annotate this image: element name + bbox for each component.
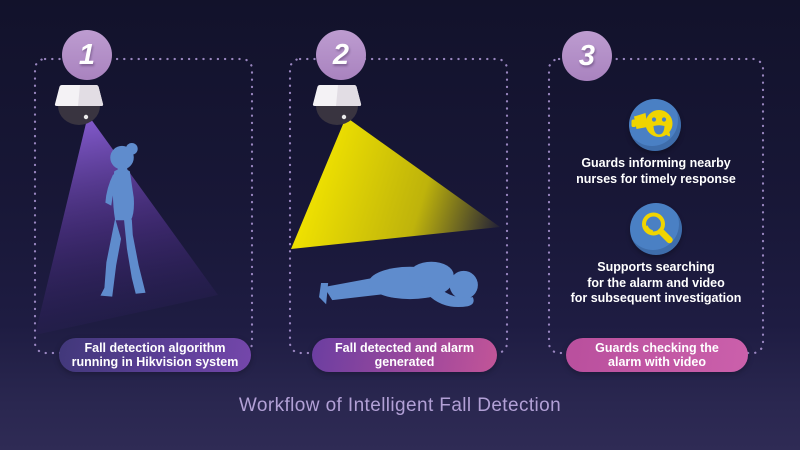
step1-caption-pill: Fall detection algorithm running in Hikv… <box>59 338 251 372</box>
alert-megaphone-glyph <box>631 110 673 137</box>
caption-line: running in Hikvision system <box>71 355 239 369</box>
step-1-badge: 1 <box>62 30 112 80</box>
step-panel-2 <box>288 57 509 355</box>
step-number: 3 <box>578 39 596 72</box>
caption-line: alarm with video <box>608 355 706 369</box>
item-text-line: for the alarm and video <box>587 275 725 290</box>
caption-line: Fall detected and alarm <box>335 340 474 355</box>
step-panel-1 <box>33 57 254 355</box>
caption-line: Fall detection algorithm <box>84 340 226 355</box>
dome-camera-icon <box>312 85 362 125</box>
item-text-line: nurses for timely response <box>576 171 736 186</box>
person-fallen-figure <box>319 261 478 308</box>
person-standing-figure <box>100 142 146 297</box>
workflow-title: Workflow of Intelligent Fall Detection <box>238 395 562 416</box>
step2-caption-pill: Fall detected and alarm generated <box>312 338 497 372</box>
item-text-line: for subsequent investigation <box>570 291 742 305</box>
caption-line: generated <box>374 355 435 369</box>
step3-item-2-text: Supports searching for the alarm and vid… <box>547 260 765 307</box>
step-2-badge: 2 <box>316 30 366 80</box>
step-panel-3: Guards informing nearby nurses for timel… <box>547 57 765 355</box>
search-glyph <box>642 212 673 244</box>
step-number: 1 <box>78 38 96 71</box>
item-text-line: Supports searching <box>597 260 715 274</box>
dome-camera-icon <box>54 85 104 125</box>
search-icon <box>630 203 682 255</box>
caption-line: Guards checking the <box>595 340 719 355</box>
detection-beam-yellow <box>291 117 500 249</box>
item-text-line: Guards informing nearby <box>581 156 731 170</box>
alert-megaphone-icon <box>629 99 681 151</box>
step3-caption-pill: Guards checking the alarm with video <box>566 338 748 372</box>
dotted-frame <box>547 57 765 355</box>
step-3-badge: 3 <box>562 31 612 81</box>
step3-item-1-text: Guards informing nearby nurses for timel… <box>547 156 765 187</box>
step-number: 2 <box>332 38 350 71</box>
